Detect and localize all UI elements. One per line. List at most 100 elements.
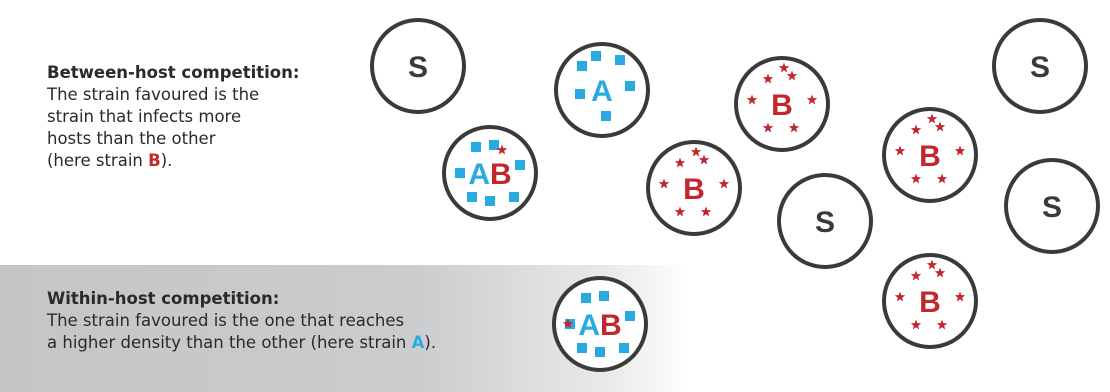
strain-b-marker bbox=[806, 94, 818, 105]
strain-a-marker bbox=[599, 291, 609, 301]
strain-b-marker bbox=[910, 124, 922, 135]
strain-b-marker bbox=[934, 121, 946, 132]
strain-b-marker bbox=[762, 122, 774, 133]
host-label-strain: A bbox=[468, 158, 490, 191]
host-b: B bbox=[882, 253, 978, 349]
strain-b-marker bbox=[746, 94, 758, 105]
host-circle bbox=[1004, 158, 1100, 254]
strain-a-marker bbox=[619, 343, 629, 353]
strain-b-marker bbox=[786, 70, 798, 81]
host-circle bbox=[646, 140, 742, 236]
strain-b-marker bbox=[894, 145, 906, 156]
strain-b-marker bbox=[690, 146, 702, 157]
host-label: B bbox=[919, 286, 941, 319]
host-label: AB bbox=[578, 309, 621, 342]
between-host-text: Between-host competition: The strain fav… bbox=[47, 62, 347, 172]
host-circle bbox=[992, 18, 1088, 114]
within-host-title: Within-host competition: bbox=[47, 289, 280, 308]
host-circle bbox=[370, 18, 466, 114]
susceptible-host: S bbox=[992, 18, 1088, 114]
strain-a-marker bbox=[577, 61, 587, 71]
strain-b-marker bbox=[954, 145, 966, 156]
between-host-line-prefix: (here strain bbox=[47, 151, 149, 170]
susceptible-host: S bbox=[777, 173, 873, 269]
host-b: B bbox=[882, 107, 978, 203]
host-label-strain: S bbox=[1030, 51, 1050, 84]
strain-b-marker bbox=[954, 291, 966, 302]
strain-b-marker bbox=[674, 206, 686, 217]
within-host-line-suffix: ). bbox=[424, 333, 437, 352]
host-circle bbox=[882, 253, 978, 349]
strain-b-marker bbox=[762, 73, 774, 84]
host-label-strain: A bbox=[591, 75, 613, 108]
strain-a-marker bbox=[581, 293, 591, 303]
host-label-strain: B bbox=[683, 173, 705, 206]
host-label-strain: B bbox=[919, 140, 941, 173]
strain-a-marker bbox=[467, 192, 477, 202]
host-label-strain: S bbox=[408, 51, 428, 84]
host-label-strain: B bbox=[600, 309, 622, 342]
strain-a-marker bbox=[601, 111, 611, 121]
strain-a-marker bbox=[575, 89, 585, 99]
between-host-line: The strain favoured is the bbox=[47, 85, 260, 104]
between-host-title: Between-host competition: bbox=[47, 63, 300, 82]
strain-a-marker bbox=[455, 168, 465, 178]
host-circle bbox=[882, 107, 978, 203]
strain-b-marker bbox=[496, 144, 508, 155]
host-label: AB bbox=[468, 158, 511, 191]
host-b: B bbox=[646, 140, 742, 236]
host-label: S bbox=[1042, 191, 1062, 224]
strain-b-marker bbox=[934, 267, 946, 278]
strain-b-marker bbox=[926, 259, 938, 270]
host-circle bbox=[777, 173, 873, 269]
host-ab-within: AB bbox=[552, 276, 648, 372]
within-host-text: Within-host competition: The strain favo… bbox=[47, 288, 527, 354]
strain-a-marker bbox=[625, 81, 635, 91]
strain-a-marker bbox=[485, 196, 495, 206]
strain-b-marker bbox=[910, 270, 922, 281]
host-label-strain: B bbox=[919, 286, 941, 319]
host-label-strain: B bbox=[771, 89, 793, 122]
host-circle bbox=[734, 56, 830, 152]
strain-b-marker bbox=[658, 178, 670, 189]
strain-b-marker bbox=[936, 319, 948, 330]
between-host-line: (here strain B). bbox=[47, 150, 347, 172]
within-host-line: a higher density than the other (here st… bbox=[47, 332, 527, 354]
between-host-line-suffix: ). bbox=[160, 151, 173, 170]
strain-b-marker bbox=[894, 291, 906, 302]
strain-a-highlight: A bbox=[411, 333, 425, 352]
strain-a-marker bbox=[595, 347, 605, 357]
strain-a-marker bbox=[625, 311, 635, 321]
host-b: B bbox=[734, 56, 830, 152]
host-label: A bbox=[591, 75, 613, 108]
host-label: B bbox=[919, 140, 941, 173]
strain-a-marker bbox=[515, 160, 525, 170]
host-label-strain: A bbox=[578, 309, 600, 342]
between-host-line: hosts than the other bbox=[47, 129, 216, 148]
strain-a-marker bbox=[577, 343, 587, 353]
strain-b-marker bbox=[674, 157, 686, 168]
strain-a-marker bbox=[489, 140, 499, 150]
strain-b-marker bbox=[788, 122, 800, 133]
within-host-line-prefix: a higher density than the other (here st… bbox=[47, 333, 412, 352]
host-label-strain: S bbox=[1042, 191, 1062, 224]
strain-a-marker bbox=[471, 142, 481, 152]
strain-b-marker bbox=[700, 206, 712, 217]
host-a: A bbox=[554, 42, 650, 138]
host-label: S bbox=[1030, 51, 1050, 84]
host-label: S bbox=[815, 206, 835, 239]
strain-b-marker bbox=[936, 173, 948, 184]
host-label-strain: S bbox=[815, 206, 835, 239]
strain-b-marker bbox=[718, 178, 730, 189]
strain-a-marker bbox=[509, 192, 519, 202]
strain-b-highlight: B bbox=[148, 151, 161, 170]
between-host-line: strain that infects more bbox=[47, 107, 242, 126]
host-label-strain: B bbox=[490, 158, 512, 191]
susceptible-host: S bbox=[1004, 158, 1100, 254]
host-label: S bbox=[408, 51, 428, 84]
strain-b-marker bbox=[698, 154, 710, 165]
host-label: B bbox=[683, 173, 705, 206]
strain-b-marker bbox=[562, 318, 574, 329]
strain-a-marker bbox=[615, 55, 625, 65]
